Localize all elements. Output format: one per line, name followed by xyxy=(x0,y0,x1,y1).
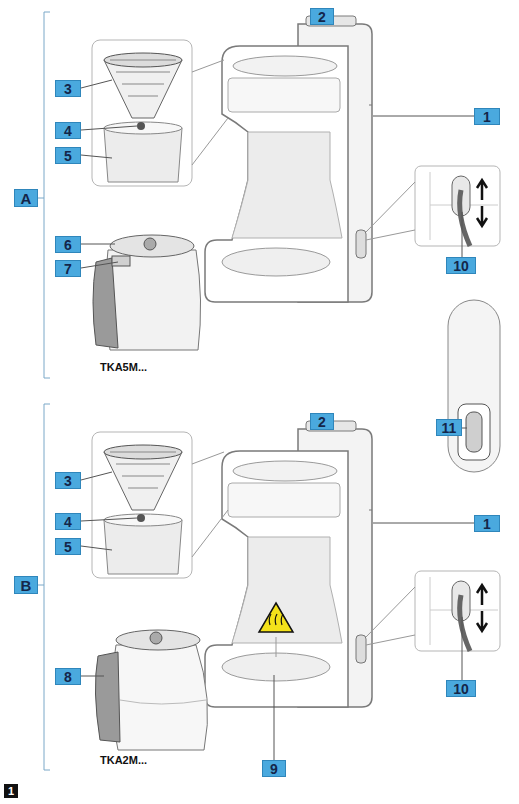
callout-number: 10 xyxy=(446,680,476,697)
callout-number: 4 xyxy=(55,122,81,139)
callout-number: 4 xyxy=(55,513,81,530)
callout-number: 2 xyxy=(310,8,334,25)
section-marker: A xyxy=(14,189,38,207)
section-marker: B xyxy=(14,576,38,594)
callout-number: 2 xyxy=(310,413,334,430)
figure-number: 1 xyxy=(4,784,18,798)
callout-number: 8 xyxy=(55,668,81,685)
callout-number: 9 xyxy=(262,760,286,777)
callout-number: 3 xyxy=(55,472,81,489)
callout-number: 5 xyxy=(55,538,81,555)
model-name: TKA2M... xyxy=(100,752,147,767)
callout-number: 11 xyxy=(436,419,462,436)
callout-number: 3 xyxy=(55,80,81,97)
callout-number: 5 xyxy=(55,147,81,164)
callout-number: 1 xyxy=(474,515,500,532)
callout-number: 6 xyxy=(55,236,81,253)
model-name: TKA5M... xyxy=(100,359,147,374)
callout-number: 7 xyxy=(55,260,81,277)
callout-number: 10 xyxy=(446,257,476,274)
callout-number: 1 xyxy=(474,108,500,125)
